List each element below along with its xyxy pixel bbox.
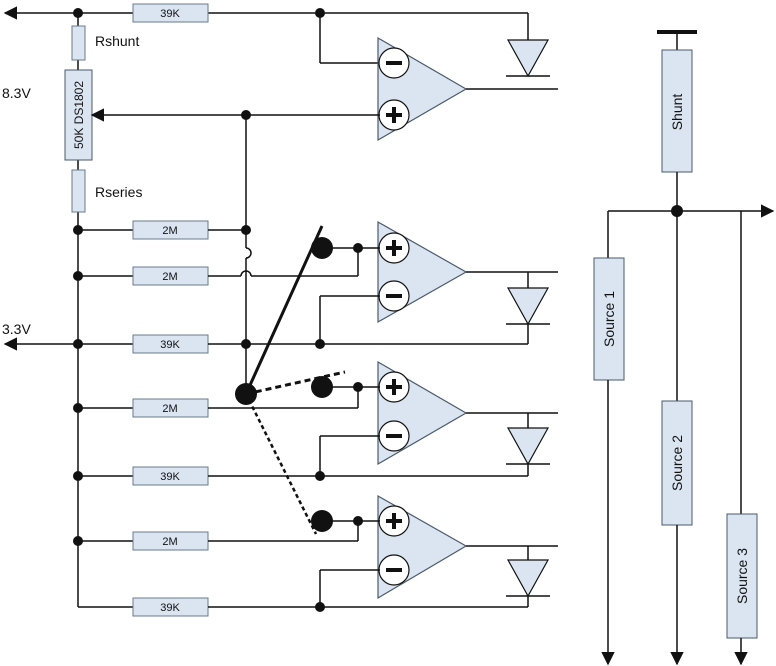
selector-switch [235,225,346,535]
source-2: Source 2 [661,211,693,666]
row-2m-3: 2M [73,398,358,418]
resistor-rseries: Rseries [71,169,142,213]
row-2m-2: 2M [73,248,359,286]
rseries-label: Rseries [95,184,142,200]
comparator-2 [311,220,558,344]
voltage-low-label: 3.3V [2,321,31,337]
resistor-label: 39K [160,602,180,614]
resistor-label: 2M [162,225,177,237]
source1-label: Source 1 [601,291,617,347]
voltage-high-label: 8.3V [2,85,31,101]
comparator-3 [311,360,558,476]
resistor-label: 2M [162,536,177,548]
resistor-label: 2M [162,271,177,283]
source-bus [608,204,775,218]
source2-label: Source 2 [669,435,685,491]
source-3: Source 3 [726,211,758,666]
top-line [3,6,529,64]
row-2m-4: 2M [73,531,358,551]
pot-label: 50K DS1802 [72,81,86,149]
resistor-top: 39K [132,3,209,23]
potentiometer: 50K DS1802 [64,69,246,161]
row-3v3: 3.3V 39K [2,321,528,354]
rshunt-label: Rshunt [95,33,139,49]
comparator-4 [311,494,558,607]
comparator-1 [246,36,558,142]
row-39k-4: 39K [78,597,528,617]
source-1: Source 1 [593,211,625,666]
resistor-rshunt: Rshunt [71,25,139,61]
resistor-label: 2M [162,403,177,415]
row-39k-3: 39K [73,466,528,486]
resistor-label: 39K [160,8,180,20]
row-2m-1: 2M [73,220,246,240]
junction-dot [315,8,325,18]
resistor-label: 39K [160,339,180,351]
junction-dot [73,8,83,18]
shunt-block: Shunt [657,30,697,211]
shunt-label: Shunt [669,94,685,131]
resistor-label: 39K [160,471,180,483]
source3-label: Source 3 [734,548,750,604]
